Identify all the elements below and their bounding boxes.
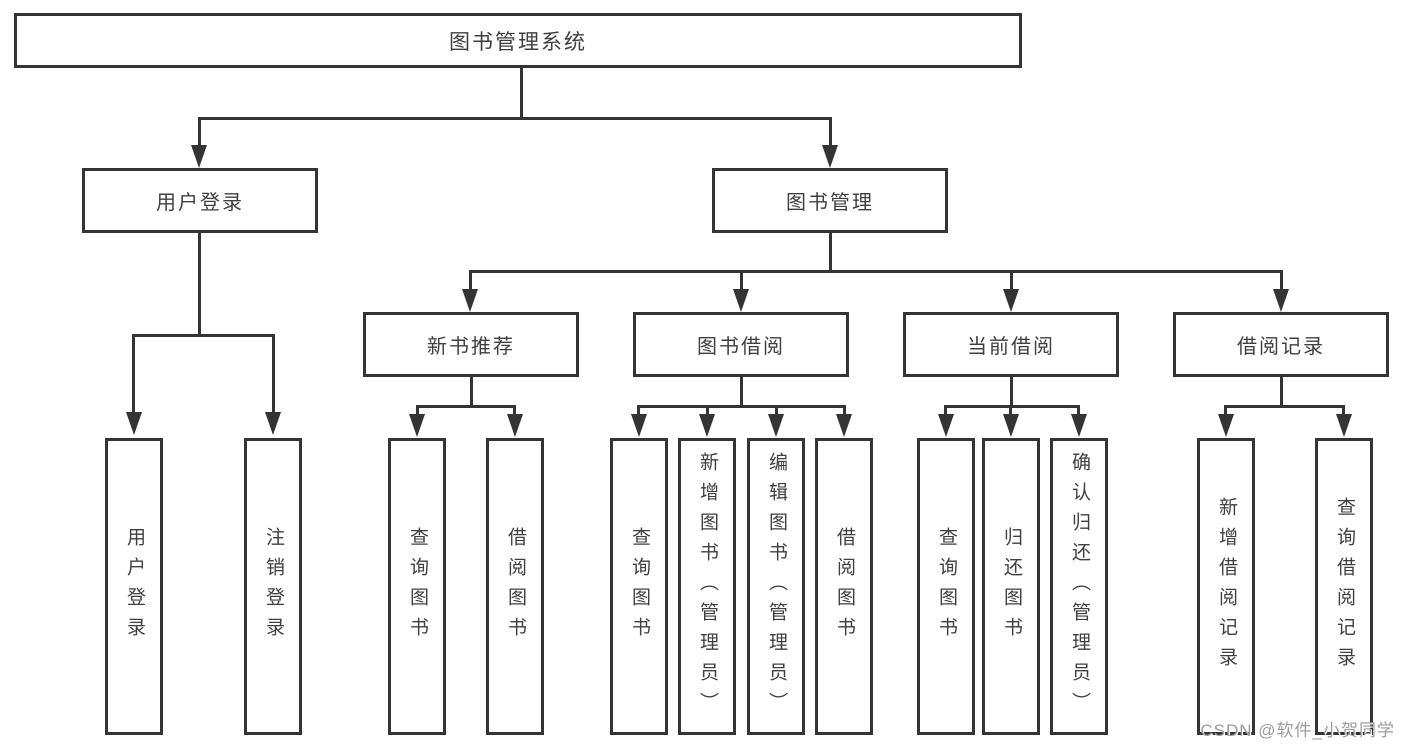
leaf-confirm-return-admin-label: 确认归还（管理员）	[1068, 451, 1090, 722]
connector-borrowing-stem	[740, 377, 743, 408]
arrow-down-icon	[1003, 414, 1019, 437]
connector-recommend-branch	[416, 405, 516, 408]
leaf-borrow-books-borrowing: 借阅图书	[815, 438, 873, 735]
connector-leaf-stub	[513, 405, 516, 417]
arrow-down-icon	[768, 414, 784, 437]
arrow-down-icon	[1336, 414, 1352, 437]
leaf-query-borrow-record-label: 查询借阅记录	[1333, 496, 1355, 677]
arrow-down-icon	[836, 414, 852, 437]
leaf-add-books-admin-label: 新增图书（管理员）	[696, 451, 718, 722]
leaf-edit-books-admin-label: 编辑图书（管理员）	[765, 451, 787, 722]
arrow-down-icon	[191, 145, 207, 168]
connector-to-current-borrowing	[1010, 270, 1013, 291]
csdn-watermark: CSDN @软件_小贺同学	[1200, 721, 1395, 740]
leaf-confirm-return-admin: 确认归还（管理员）	[1050, 438, 1108, 735]
arrow-down-icon	[631, 414, 647, 437]
connector-recommend-stem	[470, 377, 473, 408]
arrow-down-icon	[1071, 414, 1087, 437]
node-new-book-recommendation-label: 新书推荐	[427, 336, 515, 358]
node-user-login-label: 用户登录	[156, 192, 244, 214]
arrow-down-icon	[507, 414, 523, 437]
node-book-management: 图书管理	[712, 168, 948, 233]
connector-to-borrowing-records	[1280, 270, 1283, 291]
arrow-down-icon	[733, 289, 749, 312]
connector-to-leaf-user-login	[132, 334, 135, 414]
leaf-borrow-books-recommend-label: 借阅图书	[504, 526, 526, 647]
connector-to-user-login	[198, 117, 201, 147]
node-current-borrowing-label: 当前借阅	[967, 336, 1055, 358]
connector-to-book-borrowing	[740, 270, 743, 291]
leaf-query-books-current-label: 查询图书	[935, 526, 957, 647]
node-book-management-label: 图书管理	[786, 192, 874, 214]
leaf-add-books-admin: 新增图书（管理员）	[678, 438, 736, 735]
arrow-down-icon	[822, 145, 838, 168]
arrow-down-icon	[1003, 289, 1019, 312]
connector-to-new-book-recommendation	[469, 270, 472, 291]
connector-current-stem	[1010, 377, 1013, 408]
arrow-down-icon	[265, 412, 281, 435]
leaf-query-borrow-record: 查询借阅记录	[1315, 438, 1373, 735]
arrow-down-icon	[1218, 414, 1234, 437]
connector-leaf-stub	[1009, 405, 1012, 417]
arrow-down-icon	[409, 414, 425, 437]
leaf-logout-label: 注销登录	[262, 526, 284, 647]
connector-leaf-stub	[706, 405, 709, 417]
leaf-query-books-borrowing-label: 查询图书	[628, 526, 650, 647]
connector-records-stem	[1280, 377, 1283, 408]
connector-leaf-stub	[1224, 405, 1227, 417]
leaf-borrow-books-recommend: 借阅图书	[486, 438, 544, 735]
leaf-query-books-recommend-label: 查询图书	[406, 526, 428, 647]
connector-leaf-stub	[775, 405, 778, 417]
leaf-return-books: 归还图书	[982, 438, 1040, 735]
leaf-borrow-books-borrowing-label: 借阅图书	[833, 526, 855, 647]
connector-leaf-stub	[637, 405, 640, 417]
connector-to-book-management	[829, 117, 832, 147]
arrow-down-icon	[126, 412, 142, 435]
connector-leaf-stub	[416, 405, 419, 417]
leaf-user-login: 用户登录	[105, 438, 163, 735]
leaf-add-borrow-record: 新增借阅记录	[1197, 438, 1255, 735]
arrow-down-icon	[699, 414, 715, 437]
connector-records-branch	[1224, 405, 1345, 408]
connector-to-leaf-logout	[272, 334, 275, 414]
node-book-borrowing-label: 图书借阅	[697, 336, 785, 358]
connector-leaf-stub	[843, 405, 846, 417]
leaf-query-books-recommend: 查询图书	[388, 438, 446, 735]
connector-user-login-branch	[132, 334, 275, 337]
connector-leaf-stub	[1077, 405, 1080, 417]
node-library-system-label: 图书管理系统	[449, 30, 587, 54]
connector-borrowing-branch	[637, 405, 845, 408]
node-borrowing-records: 借阅记录	[1173, 312, 1389, 377]
leaf-query-books-borrowing: 查询图书	[610, 438, 668, 735]
connector-leaf-stub	[1342, 405, 1345, 417]
connector-current-branch	[944, 405, 1080, 408]
node-book-borrowing: 图书借阅	[633, 312, 849, 377]
node-new-book-recommendation: 新书推荐	[363, 312, 579, 377]
connector-level3-branch	[469, 270, 1283, 273]
leaf-user-login-label: 用户登录	[123, 526, 145, 647]
leaf-query-books-current: 查询图书	[917, 438, 975, 735]
leaf-add-borrow-record-label: 新增借阅记录	[1215, 496, 1237, 677]
connector-book-management-stem	[829, 233, 832, 273]
connector-user-login-stem	[198, 233, 201, 337]
arrow-down-icon	[938, 414, 954, 437]
arrow-down-icon	[1273, 289, 1289, 312]
connector-root-stem	[520, 68, 523, 119]
leaf-edit-books-admin: 编辑图书（管理员）	[747, 438, 805, 735]
arrow-down-icon	[462, 289, 478, 312]
node-current-borrowing: 当前借阅	[903, 312, 1119, 377]
node-user-login: 用户登录	[82, 168, 318, 233]
node-library-system: 图书管理系统	[14, 13, 1022, 68]
leaf-return-books-label: 归还图书	[1000, 526, 1022, 647]
connector-leaf-stub	[944, 405, 947, 417]
node-borrowing-records-label: 借阅记录	[1237, 336, 1325, 358]
leaf-logout: 注销登录	[244, 438, 302, 735]
connector-level2-branch	[198, 117, 832, 120]
